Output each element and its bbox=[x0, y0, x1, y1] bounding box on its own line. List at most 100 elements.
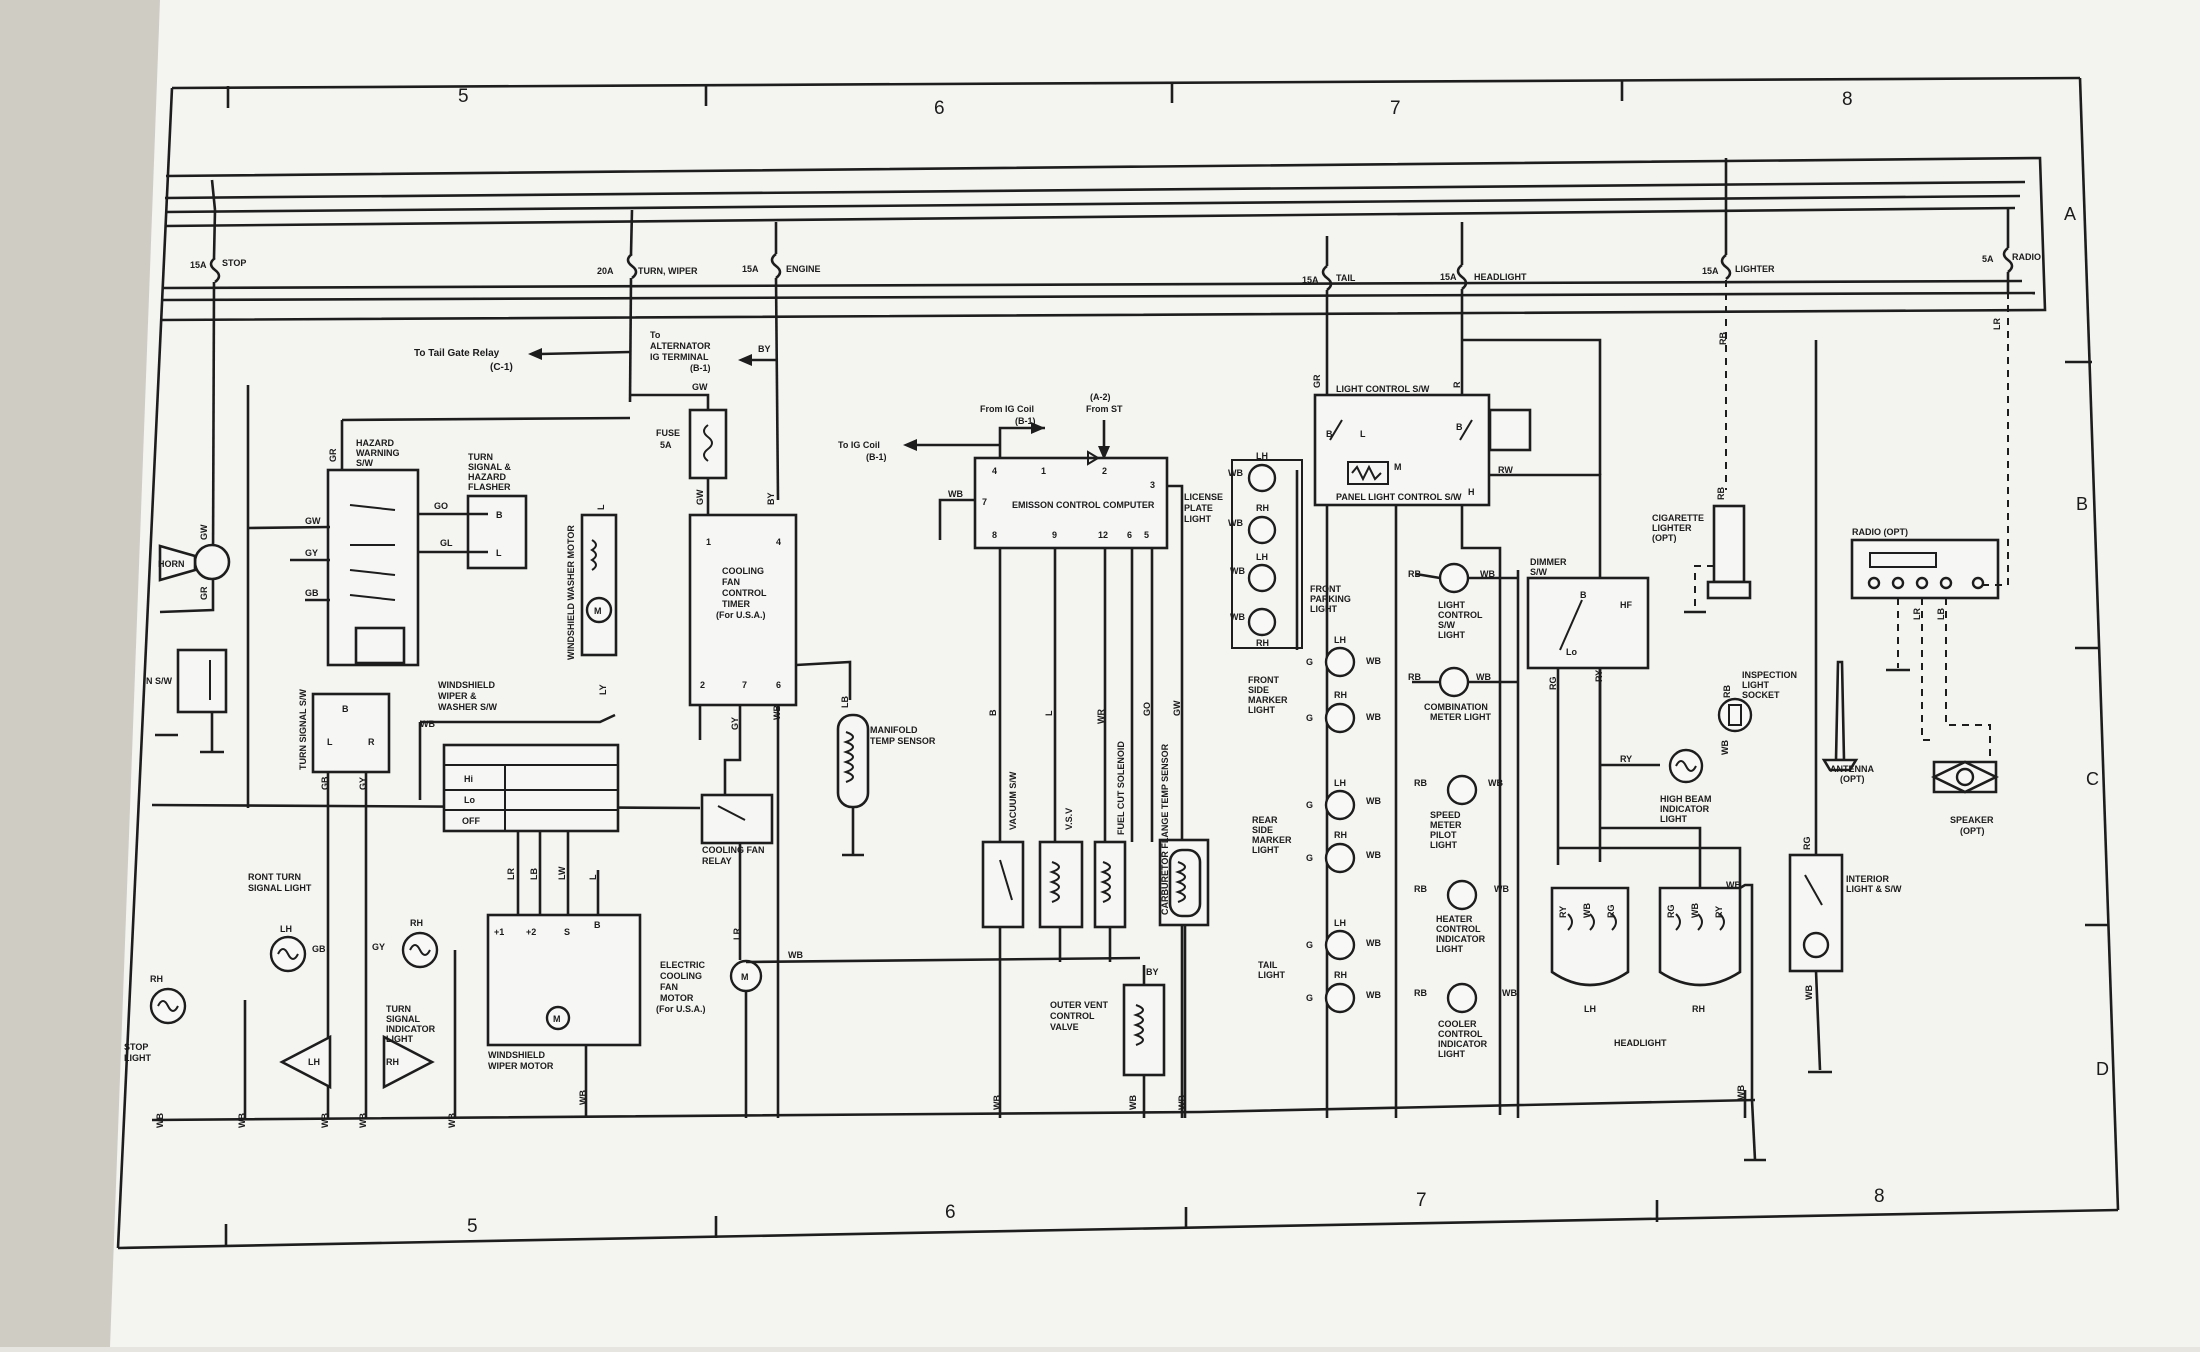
tail-g2: G bbox=[1306, 993, 1313, 1003]
fsm-label-3: MARKER bbox=[1248, 695, 1288, 705]
wire bbox=[1694, 565, 1714, 610]
wiper-hi: Hi bbox=[464, 774, 473, 784]
wire-lw: LW bbox=[557, 866, 567, 880]
wiper-washer-switch: Hi Lo OFF WINDSHIELD WIPER & WASHER S/W bbox=[438, 680, 620, 833]
fuse-radio-name: RADIO bbox=[2012, 252, 2041, 262]
bus-line-3 bbox=[164, 194, 2021, 214]
fsm-g2: G bbox=[1306, 713, 1313, 723]
heater-1: HEATER bbox=[1436, 914, 1473, 924]
wire-label-gr-horn: GR bbox=[199, 586, 209, 600]
carburetor-temp-sensor: CARBURETOR FLANGE TEMP SENSOR bbox=[1158, 743, 1210, 927]
inspection-light-socket: INSPECTION LIGHT SOCKET bbox=[1717, 670, 1797, 733]
paper-shade bbox=[1620, 0, 2200, 1347]
lcsw-2: CONTROL bbox=[1438, 610, 1483, 620]
cooler-4: LIGHT bbox=[1438, 1049, 1465, 1059]
from-st-label: From ST bbox=[1086, 404, 1123, 414]
wire-label-gl: GL bbox=[440, 538, 453, 548]
wiper-motor-b: B bbox=[594, 920, 601, 930]
bus-line-6 bbox=[162, 279, 2023, 290]
from-ig-code: (B-1) bbox=[1015, 416, 1036, 426]
speed-2: METER bbox=[1430, 820, 1462, 830]
vacuum-switch: VACUUM S/W bbox=[981, 771, 1025, 929]
rsm-label-1: REAR bbox=[1252, 815, 1278, 825]
wiper-motor-m: M bbox=[553, 1014, 561, 1024]
zone-bottom-7: 7 bbox=[1416, 1190, 1427, 1211]
wire bbox=[420, 713, 616, 724]
fuse-tail-amp: 15A bbox=[1302, 275, 1319, 285]
light-sw-b2: B bbox=[1456, 422, 1463, 432]
speaker: SPEAKER (OPT) bbox=[1931, 760, 1999, 836]
turn-ind-1: TURN bbox=[386, 1004, 411, 1014]
timer-pin-1: 1 bbox=[706, 537, 711, 547]
lcsw-3: S/W bbox=[1438, 620, 1456, 630]
fuse-tail-name: TAIL bbox=[1336, 273, 1356, 283]
ref-from-ig: From IG Coil (B-1) bbox=[980, 404, 1045, 458]
pl-rb2: RB bbox=[1408, 672, 1421, 682]
park-rh1: RH bbox=[1256, 503, 1269, 513]
wire-by-alt: BY bbox=[758, 344, 771, 354]
flasher-pin-l: L bbox=[496, 548, 502, 558]
park-label-3: LIGHT bbox=[1310, 604, 1337, 614]
comb-1: COMBINATION bbox=[1424, 702, 1488, 712]
tail-label-2: LIGHT bbox=[1258, 970, 1285, 980]
light-sw-l: L bbox=[1360, 429, 1366, 439]
fuse-stop-amp: 15A bbox=[190, 260, 207, 270]
timer-pin-4: 4 bbox=[776, 537, 781, 547]
wire bbox=[1945, 598, 1991, 770]
fuse-headlight-name: HEADLIGHT bbox=[1474, 272, 1527, 282]
park-lh2: LH bbox=[1256, 552, 1268, 562]
frame-top bbox=[171, 76, 2081, 90]
fsm-label-4: LIGHT bbox=[1248, 705, 1275, 715]
high-beam-indicator: HIGH BEAM INDICATOR LIGHT bbox=[1660, 748, 1712, 824]
wb-hl: WB bbox=[1736, 1085, 1746, 1100]
light-sw-m: M bbox=[1394, 462, 1402, 472]
front-turn-lh: LH bbox=[280, 924, 292, 934]
frame-bottom bbox=[117, 1208, 2119, 1250]
fuse-stop: 15A STOP bbox=[190, 209, 246, 561]
wire bbox=[1415, 572, 1441, 580]
radio-lr: LR bbox=[1992, 318, 2002, 330]
hl-rh-wb: WB bbox=[1690, 903, 1700, 918]
manifold-label-1: MANIFOLD bbox=[870, 725, 918, 735]
ecc-pin-9: 9 bbox=[1052, 530, 1057, 540]
alt-ig-label: IG TERMINAL bbox=[650, 352, 709, 362]
hl-lh-rg: RG bbox=[1606, 905, 1616, 919]
ref-ig-coil: To IG Coil (B-1) bbox=[838, 439, 1000, 462]
rsm-wb1: WB bbox=[1366, 796, 1381, 806]
hibeam-ry: RY bbox=[1620, 754, 1632, 764]
bus-line-5 bbox=[162, 291, 2036, 302]
wire-gr-tail: GR bbox=[1312, 374, 1322, 388]
ecc-diode bbox=[1080, 450, 1100, 466]
ecc-pin-1: 1 bbox=[1041, 466, 1046, 476]
flasher-label-4: FLASHER bbox=[468, 482, 511, 492]
wiper-lo: Lo bbox=[464, 795, 475, 805]
washer-motor-label: WINDSHIELD WASHER MOTOR bbox=[566, 525, 576, 660]
wb-5: WB bbox=[447, 1113, 457, 1128]
ground bbox=[200, 712, 224, 754]
front-turn-signal-light: RONT TURN SIGNAL LIGHT LH GB bbox=[248, 872, 326, 973]
speaker-2: (OPT) bbox=[1960, 826, 1985, 836]
timer-pin-7: 7 bbox=[742, 680, 747, 690]
front-side-marker-lights: LH RH G G WB WB FRONT SIDE MARKER LIGHT bbox=[1248, 635, 1381, 734]
wire bbox=[341, 416, 631, 422]
dimmer-label-2: S/W bbox=[1530, 567, 1548, 577]
fuse-lighter: 15A LIGHTER bbox=[1702, 158, 1775, 490]
wire-r-head: R bbox=[1452, 381, 1462, 388]
fsm-wb2: WB bbox=[1366, 712, 1381, 722]
headlight-label: HEADLIGHT bbox=[1614, 1038, 1667, 1048]
wiper-off: OFF bbox=[462, 816, 480, 826]
indicator-lh: LH bbox=[308, 1057, 320, 1067]
fuel-cut-solenoid: FUEL CUT SOLENOID bbox=[1093, 741, 1127, 929]
wb-4: WB bbox=[358, 1113, 368, 1128]
tss-pin-b: B bbox=[342, 704, 349, 714]
washer-motor: M WINDSHIELD WASHER MOTOR bbox=[566, 513, 618, 660]
washer-ly: LY bbox=[598, 684, 608, 695]
wire-label-gw: GW bbox=[305, 516, 321, 526]
front-turn-signal-rh: RH GY bbox=[372, 918, 439, 969]
wb-2: WB bbox=[237, 1113, 247, 1128]
radio: RADIO (OPT) bbox=[1850, 527, 2000, 600]
tail-g1: G bbox=[1306, 940, 1313, 950]
zone-top-6: 6 bbox=[934, 98, 945, 119]
cigarette-lighter: CIGARETTE LIGHTER (OPT) bbox=[1652, 504, 1752, 600]
